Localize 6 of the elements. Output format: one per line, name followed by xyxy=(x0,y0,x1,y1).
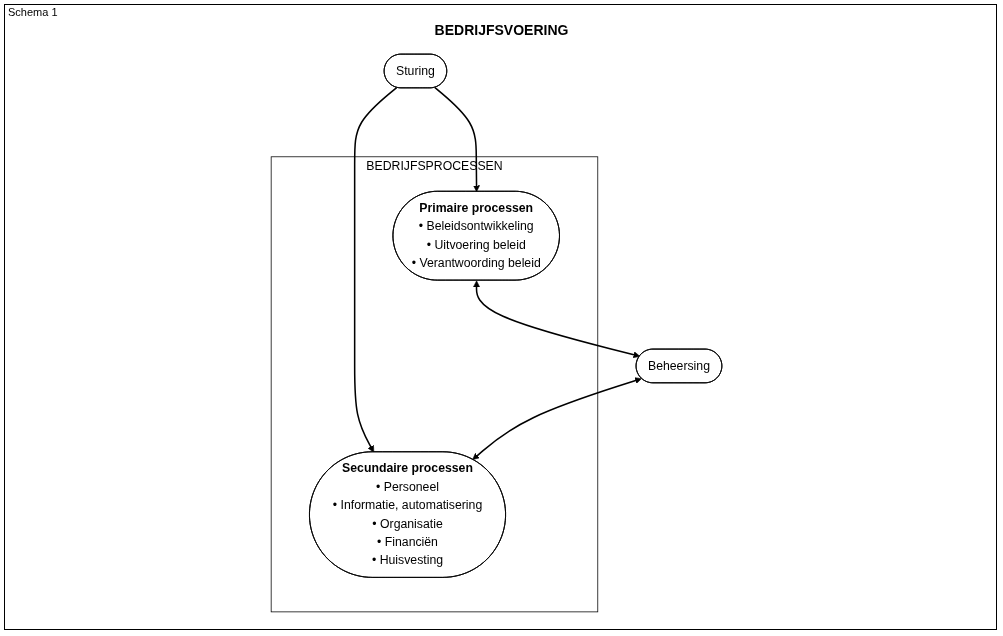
arrow xyxy=(434,86,480,192)
arrow xyxy=(472,377,642,460)
arrow xyxy=(473,280,641,359)
diagram-title: BEDRIJFSVOERING xyxy=(434,22,569,38)
arrow xyxy=(353,86,398,453)
diagram-label: Schema 1 xyxy=(8,6,58,18)
